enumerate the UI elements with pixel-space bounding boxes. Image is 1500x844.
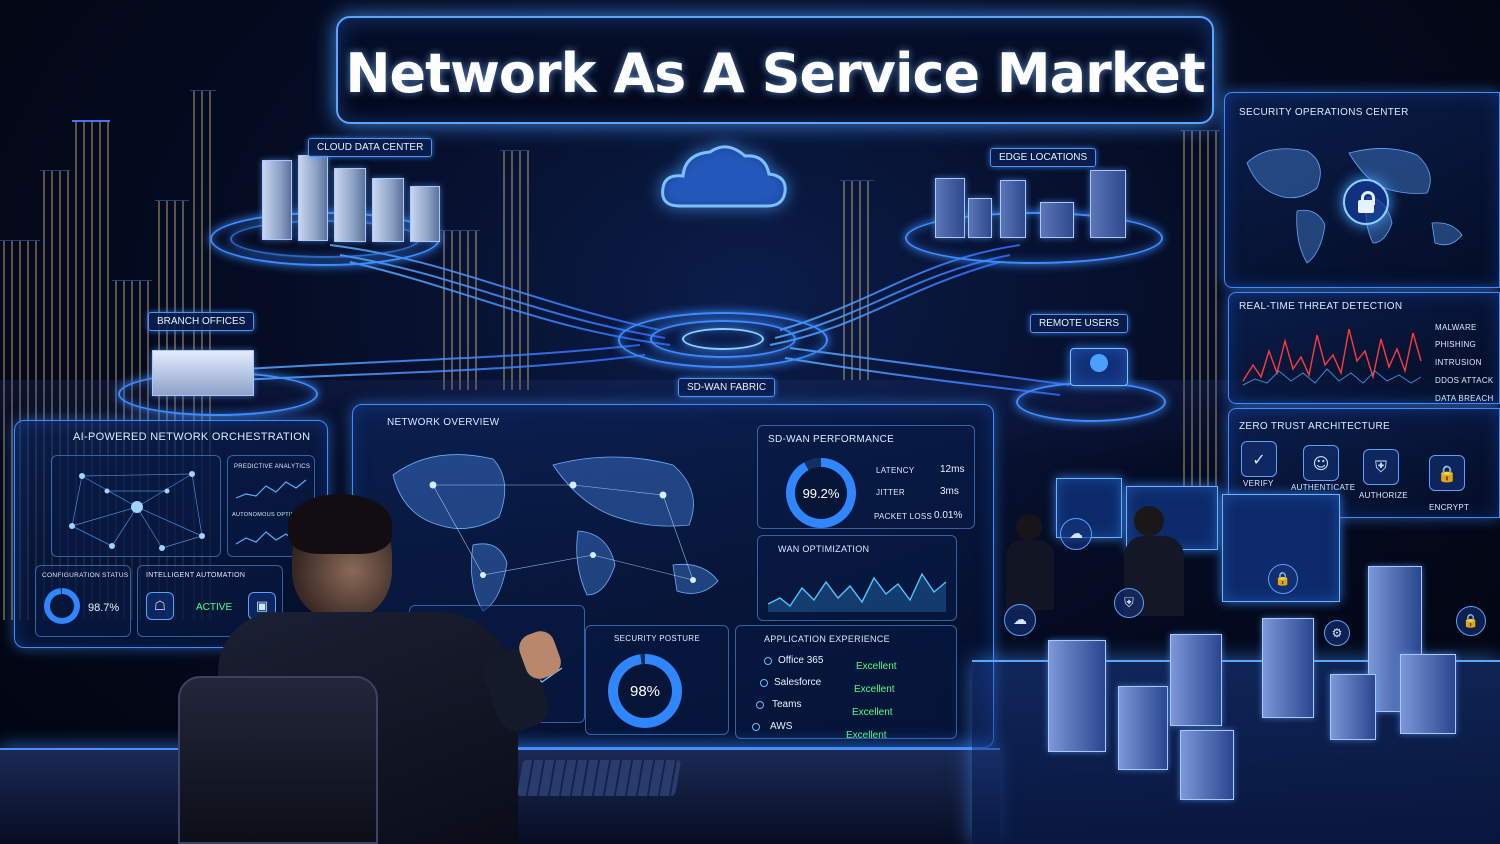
- config-gauge: [44, 588, 80, 624]
- lock-icon: [1343, 179, 1389, 225]
- app-experience-title: APPLICATION EXPERIENCE: [764, 634, 890, 644]
- metric-value: 3ms: [940, 486, 959, 497]
- neural-network-graphic: [69, 471, 205, 551]
- sd-wan-gauge: 99.2%: [786, 458, 856, 528]
- edge-locations-label: EDGE LOCATIONS: [990, 148, 1097, 167]
- soc-panel: SECURITY OPERATIONS CENTER: [1224, 92, 1500, 288]
- app-name: Office 365: [778, 655, 824, 666]
- threat-title: REAL-TIME THREAT DETECTION: [1239, 301, 1403, 312]
- overview-world-map: [392, 454, 719, 612]
- sd-wan-fabric-label: SD-WAN FABRIC: [678, 378, 776, 397]
- automation-title: INTELLIGENT AUTOMATION: [146, 572, 246, 579]
- threat-item: MALWARE: [1435, 323, 1477, 332]
- threat-item: INTRUSION: [1435, 358, 1482, 367]
- soc-title: SECURITY OPERATIONS CENTER: [1239, 107, 1409, 118]
- user-icon: [1090, 354, 1108, 372]
- app-name: Teams: [772, 699, 802, 710]
- robot-icon: ☖: [146, 592, 174, 620]
- threat-panel: REAL-TIME THREAT DETECTION MALWARE PHISH…: [1228, 292, 1500, 404]
- network-overview-title: NETWORK OVERVIEW: [387, 417, 500, 428]
- title-banner: Network As A Service Market: [336, 16, 1214, 124]
- sd-wan-performance-card: SD-WAN PERFORMANCE 99.2% LATENCY 12ms JI…: [757, 425, 975, 529]
- zero-trust-title: ZERO TRUST ARCHITECTURE: [1239, 421, 1390, 432]
- cloud-icon: ☁: [1060, 518, 1092, 550]
- wan-title: WAN OPTIMIZATION: [778, 544, 870, 554]
- threat-item: DATA BREACH: [1435, 394, 1494, 403]
- config-status-title: CONFIGURATION STATUS: [42, 572, 129, 579]
- security-gauge: 98%: [608, 654, 682, 728]
- metric-label: PACKET LOSS: [874, 512, 933, 521]
- remote-users-label: REMOTE USERS: [1030, 314, 1129, 333]
- app-name: Salesforce: [774, 677, 822, 688]
- branch-offices-label: BRANCH OFFICES: [148, 312, 255, 331]
- app-name: AWS: [770, 721, 793, 732]
- security-score: 98%: [618, 664, 672, 718]
- threat-item: DDoS ATTACK: [1435, 376, 1494, 385]
- sd-wan-uptime: 99.2%: [795, 467, 847, 519]
- wan-optimization-card: WAN OPTIMIZATION: [757, 535, 957, 621]
- lock-icon: 🔒: [1268, 564, 1298, 594]
- automation-status: ACTIVE: [196, 602, 233, 613]
- application-experience-card: APPLICATION EXPERIENCE Office 365 Excell…: [735, 625, 957, 741]
- zero-trust-step: AUTHENTICATE: [1291, 483, 1356, 492]
- lock-icon: 🔒: [1456, 606, 1486, 636]
- predictive-chart: [235, 479, 307, 499]
- zero-trust-step: VERIFY: [1243, 479, 1274, 488]
- metric-label: LATENCY: [876, 466, 915, 475]
- zero-trust-step: ENCRYPT: [1429, 503, 1470, 512]
- zero-trust-panel: ZERO TRUST ARCHITECTURE ✓ ☺ ⛨ 🔒 VERIFY A…: [1228, 408, 1500, 518]
- predictive-analytics-title: PREDICTIVE ANALYTICS: [234, 464, 311, 470]
- threat-chart: [1242, 328, 1422, 386]
- shield-icon: ⛨: [1114, 588, 1144, 618]
- cloud-icon: ☁: [1004, 604, 1036, 636]
- configuration-status-card: CONFIGURATION STATUS 98.7%: [35, 565, 131, 637]
- app-status: Excellent: [856, 661, 897, 672]
- authenticate-icon: ☺: [1303, 445, 1339, 481]
- cloud-data-center-label: CLOUD DATA CENTER: [308, 138, 433, 157]
- app-status: Excellent: [852, 707, 893, 718]
- security-posture-card: SECURITY POSTURE 98%: [585, 625, 729, 735]
- authorize-icon: ⛨: [1363, 449, 1399, 485]
- ai-title: AI-POWERED NETWORK ORCHESTRATION: [73, 431, 311, 443]
- app-status: Excellent: [854, 684, 895, 695]
- keyboard: [516, 760, 682, 796]
- gear-icon: ⚙: [1324, 620, 1350, 646]
- metric-label: JITTER: [876, 488, 905, 497]
- page-title: Network As A Service Market: [345, 42, 1205, 105]
- verify-icon: ✓: [1241, 441, 1277, 477]
- config-status-value: 98.7%: [88, 602, 120, 614]
- autonomous-optimization-title: AUTONOMOUS OPTIMIZATION: [232, 512, 320, 518]
- metric-value: 12ms: [940, 464, 965, 475]
- encrypt-icon: 🔒: [1429, 455, 1465, 491]
- threat-item: PHISHING: [1435, 340, 1477, 349]
- sd-wan-title: SD-WAN PERFORMANCE: [768, 434, 895, 445]
- metric-value: 0.01%: [934, 510, 963, 521]
- security-posture-title: SECURITY POSTURE: [614, 634, 700, 643]
- neural-graph: [51, 455, 221, 557]
- cloud-icon: [661, 145, 787, 208]
- zero-trust-step: AUTHORIZE: [1359, 491, 1408, 500]
- wan-chart: [767, 572, 947, 612]
- app-status: Excellent: [846, 730, 887, 741]
